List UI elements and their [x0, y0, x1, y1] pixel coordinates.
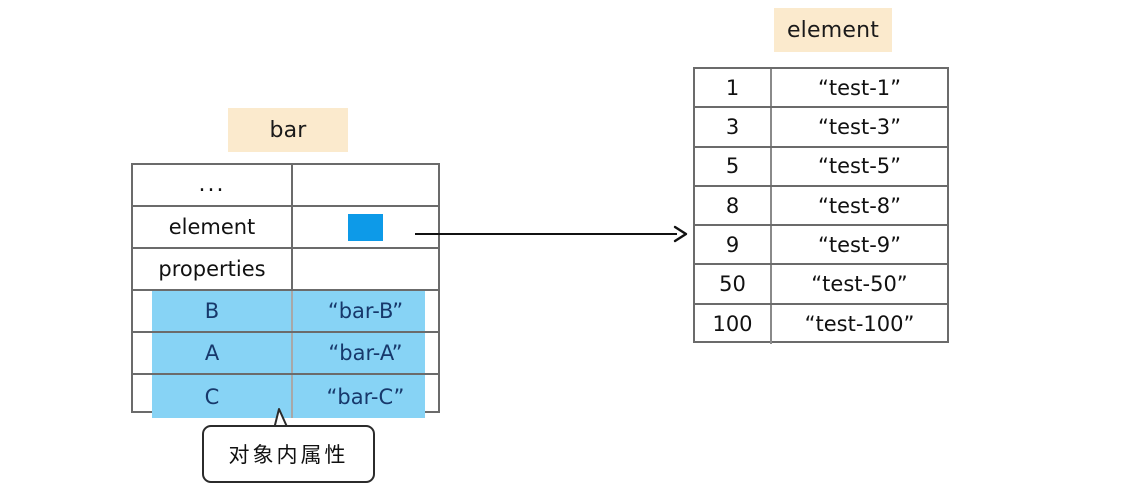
callout-tail-icon [273, 408, 289, 430]
bar-table-title: bar [228, 108, 348, 152]
table-row: 8 “test-8” [695, 186, 947, 227]
element-row-index: 1 [695, 69, 772, 107]
callout-box: 对象内属性 [202, 425, 375, 483]
reference-arrow-line [415, 233, 677, 235]
table-row: 9 “test-9” [695, 226, 947, 266]
element-row-value: “test-50” [811, 272, 908, 297]
element-row-index: 50 [695, 265, 772, 303]
row-highlight [152, 291, 425, 331]
element-row-value: “test-9” [817, 232, 902, 257]
element-row-index: 8 [695, 186, 772, 225]
table-row: 3 “test-3” [695, 108, 947, 148]
bar-row-key: properties [133, 249, 293, 289]
callout-label: 对象内属性 [228, 443, 349, 467]
bar-row-value [293, 249, 438, 289]
bar-row-value [293, 165, 438, 205]
arrow-head-icon [673, 225, 688, 243]
bar-row-value: “bar-A” [328, 341, 403, 365]
table-row-properties: properties [133, 249, 438, 291]
element-table-title: element [774, 8, 892, 52]
table-row: 1 “test-1” [695, 69, 947, 109]
element-row-value: “test-5” [817, 154, 902, 179]
row-highlight [152, 333, 425, 373]
table-row: C “bar-C” [133, 375, 438, 418]
element-row-index: 5 [695, 147, 772, 185]
table-row: 5 “test-5” [695, 147, 947, 187]
table-row: 100 “test-100” [695, 304, 947, 345]
element-row-value: “test-1” [817, 75, 902, 100]
table-row: B “bar-B” [133, 291, 438, 333]
bar-table: ... element properties B “bar-B” A “bar-… [131, 163, 440, 418]
bar-row-key: ... [133, 165, 293, 205]
row-highlight [152, 375, 425, 418]
bar-row-key: B [133, 291, 293, 331]
element-table: 1 “test-1” 3 “test-3” 5 “test-5” 8 “test… [693, 67, 949, 345]
element-row-index: 9 [695, 226, 772, 264]
table-row: 50 “test-50” [695, 265, 947, 305]
table-row: A “bar-A” [133, 333, 438, 375]
element-row-index: 3 [695, 108, 772, 146]
element-row-value: “test-3” [817, 114, 902, 139]
bar-row-value: “bar-C” [326, 384, 405, 409]
element-row-value: “test-100” [804, 312, 915, 337]
element-row-index: 100 [695, 304, 772, 345]
bar-row-key: A [133, 333, 293, 373]
table-row-element: element [133, 207, 438, 249]
bar-row-value: “bar-B” [327, 299, 404, 323]
element-pointer-square [348, 213, 383, 241]
table-row: ... [133, 165, 438, 207]
element-row-value: “test-8” [817, 193, 902, 218]
bar-row-key: C [133, 375, 293, 418]
bar-row-key: element [133, 207, 293, 247]
bar-row-value [293, 207, 438, 247]
